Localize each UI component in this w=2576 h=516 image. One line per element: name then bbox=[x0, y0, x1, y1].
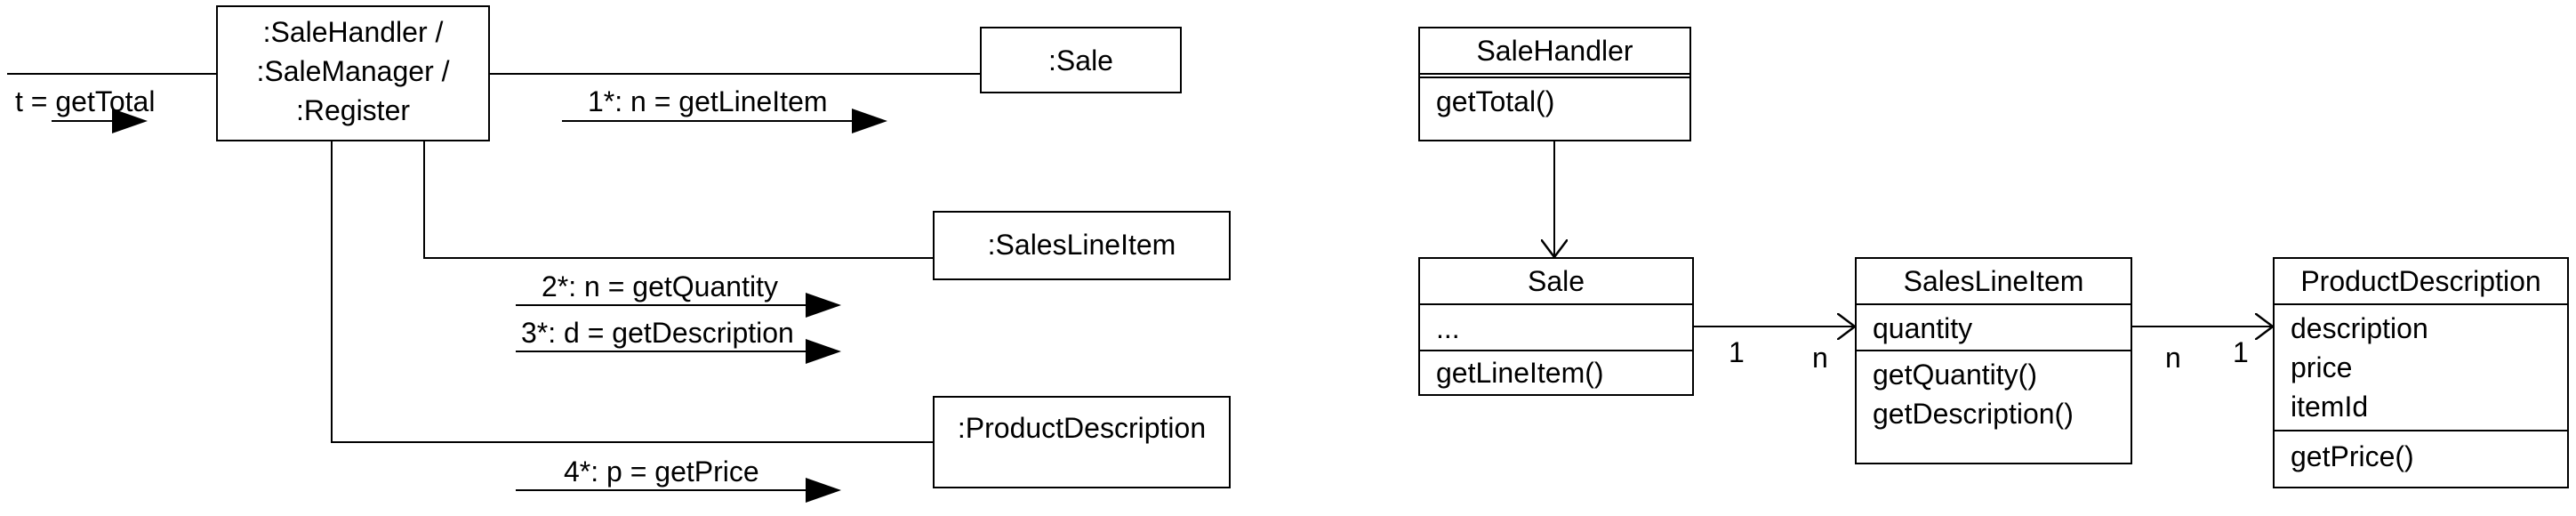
object-product-description: :ProductDescription bbox=[933, 396, 1231, 488]
class-product-description-operation: getPrice() bbox=[2291, 440, 2414, 472]
class-sale-handler-operation: getTotal() bbox=[1436, 85, 1555, 117]
object-sale-handler-line-3: :Register bbox=[295, 94, 411, 127]
class-product-description-attribute-1: description bbox=[2291, 312, 2428, 344]
multiplicity-item-target: 1 bbox=[2233, 336, 2249, 368]
message-arrow-get-price bbox=[516, 478, 841, 503]
link-handler-saleslineitem bbox=[423, 141, 933, 259]
class-sale-name: Sale bbox=[1420, 259, 1692, 305]
class-sales-line-item-operation-1: getQuantity() bbox=[1873, 359, 2037, 391]
multiplicity-item-source: n bbox=[2165, 342, 2181, 374]
class-sale-handler-name: SaleHandler bbox=[1420, 28, 1689, 78]
object-sales-line-item-label: :SalesLineItem bbox=[987, 229, 1176, 261]
message-get-total: t = getTotal bbox=[15, 85, 156, 117]
object-sale-handler: :SaleHandler / :SaleManager / :Register bbox=[216, 5, 490, 141]
class-sales-line-item-attribute: quantity bbox=[1873, 312, 1973, 344]
message-get-price: 4*: p = getPrice bbox=[564, 456, 759, 488]
class-sales-line-item-operation-2: getDescription() bbox=[1873, 398, 2074, 430]
link-handler-productdescription bbox=[331, 141, 933, 443]
message-arrow-get-description bbox=[516, 339, 841, 364]
class-sales-line-item-name: SalesLineItem bbox=[1857, 259, 2131, 305]
object-sale-label: :Sale bbox=[1048, 44, 1113, 77]
class-product-description: ProductDescription description price ite… bbox=[2273, 257, 2569, 488]
message-arrow-get-line-item bbox=[562, 109, 887, 133]
multiplicity-sale-source: 1 bbox=[1729, 336, 1745, 368]
object-sales-line-item: :SalesLineItem bbox=[933, 211, 1231, 280]
object-sale-handler-line-2: :SaleManager / bbox=[256, 55, 450, 88]
message-get-quantity: 2*: n = getQuantity bbox=[542, 270, 778, 302]
message-arrow-get-quantity bbox=[516, 293, 841, 318]
object-product-description-label: :ProductDescription bbox=[957, 412, 1207, 444]
object-sale: :Sale bbox=[980, 27, 1182, 93]
multiplicity-sale-target: n bbox=[1812, 342, 1828, 374]
object-sale-handler-line-1: :SaleHandler / bbox=[262, 16, 444, 48]
class-sale: Sale ... getLineItem() bbox=[1418, 257, 1694, 396]
class-sale-handler: SaleHandler getTotal() bbox=[1418, 27, 1691, 141]
message-arrow-get-total bbox=[52, 109, 148, 133]
class-product-description-name: ProductDescription bbox=[2275, 259, 2567, 305]
class-product-description-attribute-3: itemId bbox=[2291, 391, 2369, 423]
class-sale-operation: getLineItem() bbox=[1436, 357, 1604, 389]
class-product-description-attribute-2: price bbox=[2291, 351, 2353, 383]
class-sale-attribute: ... bbox=[1436, 312, 1460, 344]
message-get-line-item: 1*: n = getLineItem bbox=[588, 85, 828, 117]
class-sales-line-item: SalesLineItem quantity getQuantity() get… bbox=[1855, 257, 2132, 464]
message-get-description: 3*: d = getDescription bbox=[521, 317, 794, 349]
